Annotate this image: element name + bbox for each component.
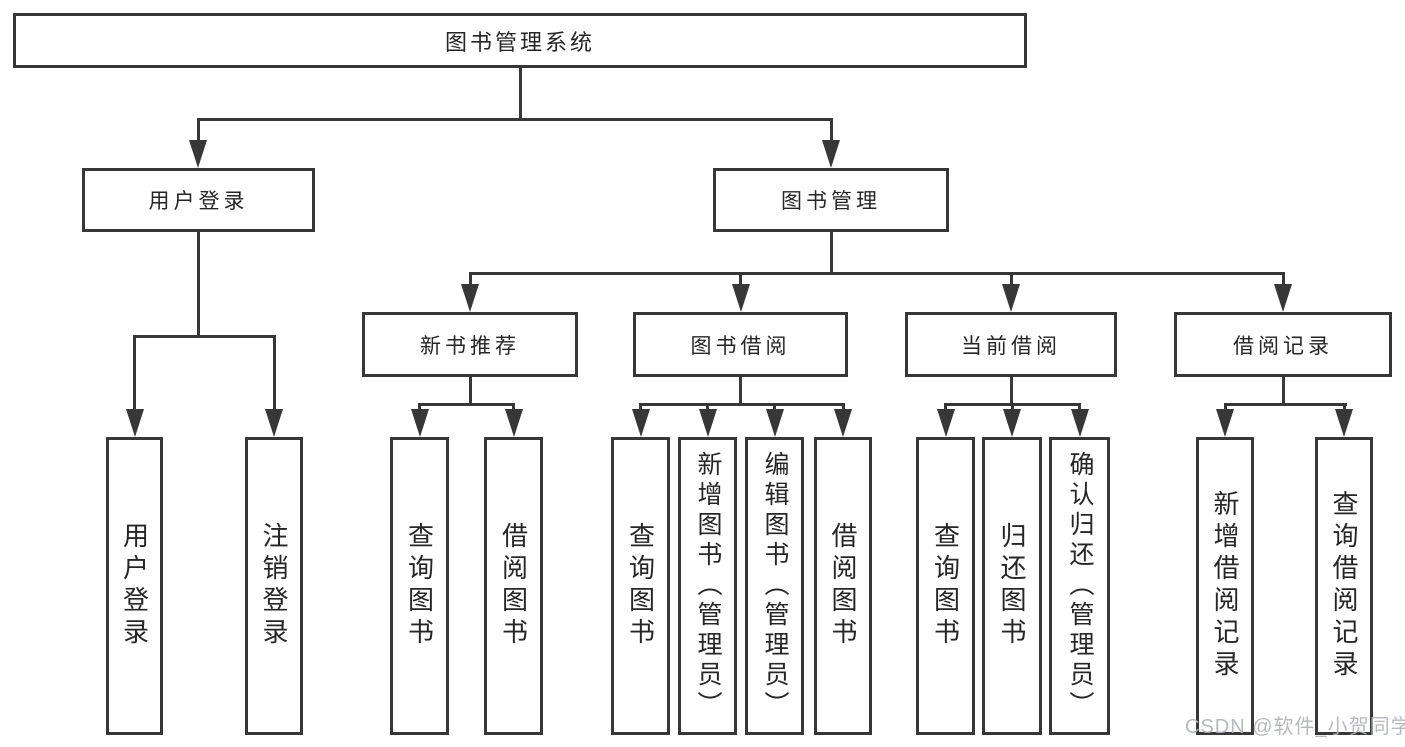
leaf-current-confirm-return: 确认归还（管理员） xyxy=(1049,437,1110,735)
connector-line xyxy=(829,232,833,273)
connector-line xyxy=(1009,377,1013,405)
connector-line xyxy=(468,271,472,287)
node-current-borrow: 当前借阅 xyxy=(905,312,1117,377)
connector-line xyxy=(639,402,845,406)
leaf-logout: 注销登录 xyxy=(245,437,303,735)
connector-line xyxy=(1342,402,1346,412)
leaf-current-query-books: 查询图书 xyxy=(916,437,975,735)
connector-line xyxy=(1009,271,1013,287)
connector-line xyxy=(418,402,515,406)
node-borrow-records: 借阅记录 xyxy=(1174,312,1392,377)
connector-line xyxy=(512,402,515,412)
leaf-borrow-borrow-books: 借阅图书 xyxy=(814,437,872,735)
leaf-recommend-borrow-books: 借阅图书 xyxy=(484,437,543,735)
arrowhead-down-icon xyxy=(504,409,523,437)
arrowhead-down-icon xyxy=(834,409,852,437)
leaf-records-query-record: 查询借阅记录 xyxy=(1315,437,1373,735)
connector-line xyxy=(468,271,1285,275)
connector-line xyxy=(196,232,200,336)
connector-line xyxy=(1223,402,1227,412)
connector-line xyxy=(518,68,522,121)
connector-line xyxy=(773,402,776,412)
arrowhead-down-icon xyxy=(125,409,144,437)
arrowhead-down-icon xyxy=(1274,284,1292,312)
node-book-management: 图书管理 xyxy=(713,168,949,232)
connector-line xyxy=(133,334,136,411)
connector-line xyxy=(829,118,833,143)
arrowhead-down-icon xyxy=(410,409,429,437)
arrowhead-down-icon xyxy=(1216,409,1234,437)
connector-line xyxy=(1010,402,1014,412)
leaf-user-login: 用户登录 xyxy=(106,437,163,735)
node-root: 图书管理系统 xyxy=(13,13,1027,68)
leaf-borrow-add-books: 新增图书（管理员） xyxy=(678,437,737,735)
arrowhead-down-icon xyxy=(461,284,479,312)
connector-line xyxy=(1078,402,1081,412)
connector-line xyxy=(133,334,276,338)
arrowhead-down-icon xyxy=(822,140,840,168)
arrowhead-down-icon xyxy=(731,284,750,312)
arrowhead-down-icon xyxy=(765,409,784,437)
arrowhead-down-icon xyxy=(1335,409,1353,437)
arrowhead-down-icon xyxy=(1002,284,1020,312)
connector-line xyxy=(739,271,742,287)
connector-line xyxy=(468,377,472,405)
connector-line xyxy=(1223,402,1347,406)
leaf-borrow-query-books: 查询图书 xyxy=(611,437,670,735)
connector-line xyxy=(1281,271,1285,287)
arrowhead-down-icon xyxy=(631,409,650,437)
connector-line xyxy=(196,118,833,121)
watermark: CSDN @软件_小贺同学 xyxy=(1185,716,1405,738)
connector-line xyxy=(196,118,200,143)
connector-line xyxy=(944,402,947,412)
arrowhead-down-icon xyxy=(1070,409,1089,437)
leaf-records-add-record: 新增借阅记录 xyxy=(1196,437,1254,735)
leaf-current-return-books: 归还图书 xyxy=(982,437,1042,735)
connector-line xyxy=(706,402,709,412)
leaf-borrow-edit-books: 编辑图书（管理员） xyxy=(745,437,804,735)
connector-line xyxy=(418,402,421,412)
arrowhead-down-icon xyxy=(936,409,955,437)
arrowhead-down-icon xyxy=(265,409,283,437)
leaf-recommend-query-books: 查询图书 xyxy=(390,437,449,735)
arrowhead-down-icon xyxy=(1003,409,1021,437)
node-user-login: 用户登录 xyxy=(82,168,315,232)
connector-line xyxy=(841,402,845,412)
connector-line xyxy=(272,334,276,411)
node-book-borrow: 图书借阅 xyxy=(633,312,848,377)
connector-line xyxy=(739,377,742,405)
connector-line xyxy=(1281,377,1285,405)
connector-line xyxy=(639,402,642,412)
arrowhead-down-icon xyxy=(698,409,717,437)
arrowhead-down-icon xyxy=(189,140,207,168)
node-new-book-recommend: 新书推荐 xyxy=(362,312,578,377)
